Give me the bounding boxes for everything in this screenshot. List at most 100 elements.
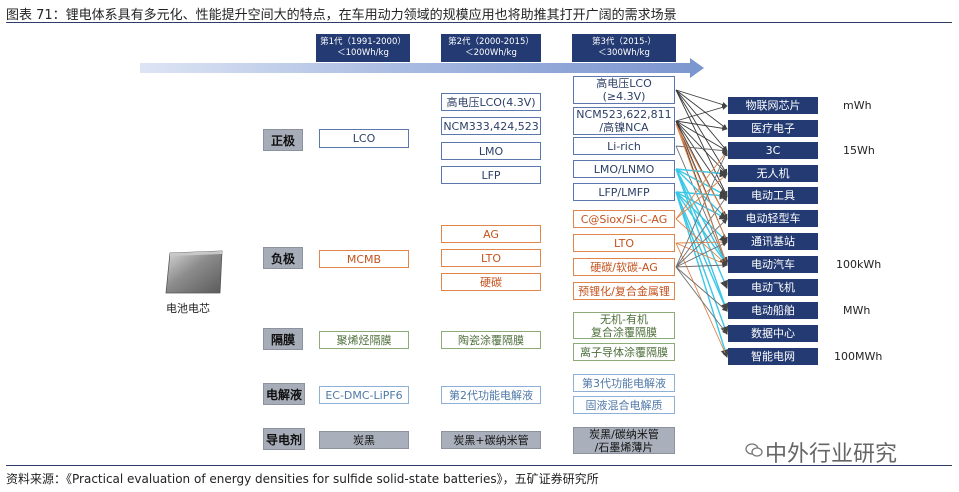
gen3-cathode-line2: (≥4.3V) <box>602 90 646 103</box>
gen3-header: 第3代（2015-） ＜300Wh/kg <box>572 34 676 62</box>
connection-line <box>675 262 728 268</box>
application-item: 数据中心 <box>728 325 818 342</box>
gen2-cathode-item: LMO <box>441 142 541 160</box>
connection-line <box>675 123 728 220</box>
connection-line <box>675 120 728 197</box>
scale-note: 100MWh <box>834 350 883 363</box>
connection-line <box>675 150 728 268</box>
gen3-cathode-item: 高电压LCO (≥4.3V) <box>573 76 675 104</box>
gen1-cathode: LCO <box>319 129 409 148</box>
gen3-separator-line2: 复合涂覆隔膜 <box>591 325 657 339</box>
gen3-cathode-line1: 高电压LCO <box>596 77 652 90</box>
gen2-anode-item: LTO <box>441 249 541 267</box>
bottom-rule <box>6 465 952 466</box>
gen3-anode-item: C@Siox/Si-C-AG <box>573 210 675 228</box>
connection-line <box>675 191 728 243</box>
gen3-electrolyte-item: 固液混合电解质 <box>573 396 675 414</box>
category-cathode: 正极 <box>263 129 303 151</box>
connection-line <box>675 168 729 312</box>
gen2-header-line2: ＜200Wh/kg <box>465 48 517 58</box>
connection-line <box>675 123 728 266</box>
gen2-conductive: 炭黑+碳纳米管 <box>441 431 541 449</box>
application-item: 电动船舶 <box>728 302 818 319</box>
gen3-header-line2: ＜300Wh/kg <box>598 48 650 58</box>
gen3-conductive-line2: /石墨烯薄片 <box>594 440 654 454</box>
gen1-header-line1: 第1代（1991-2000） <box>320 37 406 47</box>
gen1-header-line2: ＜100Wh/kg <box>337 48 389 58</box>
application-item: 智能电网 <box>728 348 818 365</box>
application-item: 3C <box>728 142 818 159</box>
connection-line <box>675 241 728 268</box>
gen3-separator-item: 无机-有机 复合涂覆隔膜 <box>573 312 675 339</box>
gen3-cathode-item: LFP/LMFP <box>573 183 675 201</box>
connection-line <box>675 266 728 312</box>
gen1-conductive: 炭黑 <box>319 431 409 449</box>
gen2-anode-item: AG <box>441 225 541 243</box>
gen3-separator-item: 离子导体涂覆隔膜 <box>573 343 675 361</box>
gen3-cathode-line2: /高镍NCA <box>599 121 649 134</box>
watermark-text: 中外行业研究 <box>765 442 898 467</box>
application-item: 物联网芯片 <box>728 97 818 114</box>
connection-line <box>675 173 728 220</box>
application-item: 电动飞机 <box>728 279 818 296</box>
category-separator: 隔膜 <box>263 328 303 350</box>
gen2-header-line1: 第2代（2000-2015） <box>448 37 534 47</box>
battery-cell-icon <box>165 250 223 294</box>
gen3-cathode-item: NCM523,622,811 /高镍NCA <box>573 107 675 135</box>
gen2-electrolyte: 第2代功能电解液 <box>441 386 541 404</box>
scale-note: mWh <box>843 99 872 112</box>
application-item: 通讯基站 <box>728 233 818 250</box>
connection-line <box>675 191 729 335</box>
category-electrolyte: 电解液 <box>263 383 305 405</box>
gen3-electrolyte-item: 第3代功能电解液 <box>573 374 675 392</box>
gen2-cathode-item: 高电压LCO(4.3V) <box>441 93 541 111</box>
wechat-icon <box>745 443 763 457</box>
connection-line <box>675 218 728 268</box>
gen2-separator: 陶瓷涂覆隔膜 <box>441 331 541 349</box>
timeline-arrow-shaft <box>140 63 695 73</box>
gen3-conductive-line1: 炭黑/碳纳米管 <box>589 427 659 441</box>
application-item: 电动轻型车 <box>728 210 818 227</box>
gen1-separator: 聚烯烃隔膜 <box>319 331 409 349</box>
connection-line <box>675 89 728 175</box>
category-conductive: 导电剂 <box>263 428 305 450</box>
connection-line <box>675 89 728 197</box>
gen3-separator-line1: 无机-有机 <box>600 312 648 326</box>
gen1-header: 第1代（1991-2000） ＜100Wh/kg <box>316 34 410 62</box>
gen3-anode-item: 硬碳/软碳-AG <box>573 258 675 276</box>
gen3-anode-item: 预锂化/复合金属锂 <box>573 282 675 300</box>
gen3-header-line1: 第3代（2015-） <box>591 37 657 47</box>
connection-line <box>675 120 728 131</box>
connection-line <box>675 218 728 266</box>
gen1-electrolyte: EC-DMC-LiPF6 <box>319 386 409 404</box>
source-note: 资料来源：《Practical evaluation of energy den… <box>6 472 599 486</box>
scale-note: 100kWh <box>836 258 882 271</box>
gen1-anode: MCMB <box>319 250 409 268</box>
connection-line <box>675 104 728 122</box>
connection-line <box>675 123 728 243</box>
connection-line <box>675 120 728 175</box>
gen3-cathode-item: Li-rich <box>573 137 675 155</box>
gen3-cathode-item: LMO/LNMO <box>573 160 675 178</box>
gen2-header: 第2代（2000-2015） ＜200Wh/kg <box>441 34 541 62</box>
scale-note: 15Wh <box>843 144 875 157</box>
connection-line <box>675 89 728 130</box>
connection-line <box>675 191 729 359</box>
top-rule <box>6 22 952 23</box>
gen3-cathode-line1: NCM523,622,811 <box>576 108 672 121</box>
connection-line <box>675 191 728 266</box>
scale-note: MWh <box>843 304 871 317</box>
application-item: 医疗电子 <box>728 120 818 137</box>
gen3-anode-item: LTO <box>573 234 675 252</box>
timeline-arrow-head <box>690 58 704 78</box>
connection-line <box>675 89 728 108</box>
application-item: 电动汽车 <box>728 256 818 273</box>
figure-title: 图表 71：锂电体系具有多元化、性能提升空间大的特点，在车用动力领域的规模应用也… <box>6 8 677 23</box>
connection-line <box>675 266 728 335</box>
connection-line <box>675 89 728 152</box>
category-anode: 负极 <box>263 247 303 269</box>
application-item: 无人机 <box>728 165 818 182</box>
gen3-conductive: 炭黑/碳纳米管 /石墨烯薄片 <box>573 427 675 454</box>
gen2-cathode-item: NCM333,424,523 <box>441 117 541 135</box>
connection-line <box>675 120 728 152</box>
